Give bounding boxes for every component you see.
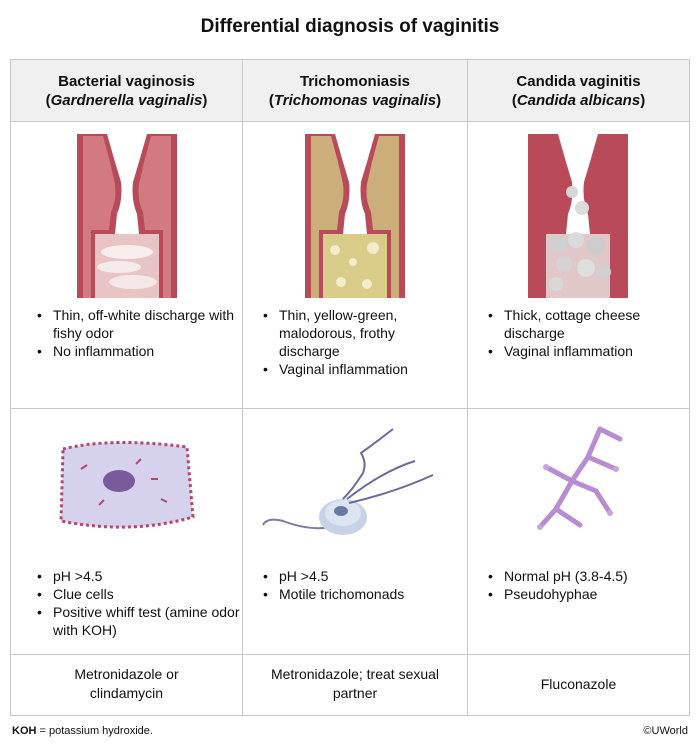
header-trichomoniasis: Trichomoniasis (Trichomonas vaginalis) [243,60,468,122]
list-item: Thin, yellow-green, malodorous, frothy d… [263,306,439,360]
trichomonad-illustration [262,428,434,535]
findings-list: pH >4.5 Clue cells Positive whiff test (… [11,567,243,639]
header-bacterial-vaginosis: Bacterial vaginosis (Gardnerella vaginal… [11,60,243,122]
list-item: pH >4.5 [37,567,243,585]
copyright: ©UWorld [643,725,688,737]
treatment-text: Metronidazole; treat sexual partner [270,666,440,701]
findings-cell-candida: Normal pH (3.8-4.5) Pseudohyphae [468,409,689,655]
treatment-cell-candida: Fluconazole [468,655,689,715]
condition-name: Trichomoniasis [299,73,411,90]
list-item: Positive whiff test (amine odor with KOH… [37,603,243,639]
header-candida-vaginitis: Candida vaginitis (Candida albicans) [468,60,689,122]
footnote: KOH = potassium hydroxide. [12,725,153,737]
figure-title: Differential diagnosis of vaginitis [200,16,500,37]
list-item: Normal pH (3.8-4.5) [488,567,628,585]
condition-name: Bacterial vaginosis [58,73,195,90]
organism-name: Trichomonas vaginalis [273,92,437,109]
symptoms-cell-bv: Thin, off-white discharge with fishy odo… [11,122,243,409]
findings-cell-bv: pH >4.5 Clue cells Positive whiff test (… [11,409,243,655]
organism-name: Gardnerella vaginalis [50,92,203,109]
condition-name: Candida vaginitis [516,73,641,90]
footnote-term: KOH [12,725,37,737]
list-item: Motile trichomonads [263,585,404,603]
symptoms-cell-trich: Thin, yellow-green, malodorous, frothy d… [243,122,468,409]
symptom-list: Thin, off-white discharge with fishy odo… [11,306,243,360]
findings-list: Normal pH (3.8-4.5) Pseudohyphae [468,567,628,603]
pseudohyphae-illustration [537,426,623,530]
symptom-list: Thin, yellow-green, malodorous, frothy d… [243,306,439,378]
list-item: Vaginal inflammation [488,342,674,360]
list-item: Thick, cottage cheese discharge [488,306,674,342]
treatment-cell-bv: Metronidazole or clindamycin [11,655,243,715]
findings-cell-trich: pH >4.5 Motile trichomonads [243,409,468,655]
clue-cell-illustration [59,440,195,529]
list-item: pH >4.5 [263,567,404,585]
findings-list: pH >4.5 Motile trichomonads [243,567,404,603]
list-item: Clue cells [37,585,243,603]
list-item: No inflammation [37,342,243,360]
diagnosis-table: Bacterial vaginosis (Gardnerella vaginal… [10,59,690,716]
vagina-bv-illustration [77,134,177,298]
treatment-text: Fluconazole [540,676,617,692]
list-item: Pseudohyphae [488,585,628,603]
treatment-text: Metronidazole or clindamycin [74,666,179,701]
vagina-trich-illustration [305,134,405,298]
list-item: Vaginal inflammation [263,360,439,378]
symptoms-cell-candida: Thick, cottage cheese discharge Vaginal … [468,122,689,409]
treatment-cell-trich: Metronidazole; treat sexual partner [243,655,468,715]
list-item: Thin, off-white discharge with fishy odo… [37,306,243,342]
organism-name: Candida albicans [516,92,641,109]
symptom-list: Thick, cottage cheese discharge Vaginal … [468,306,674,360]
footnote-definition: = potassium hydroxide. [36,725,153,737]
vagina-candida-illustration [528,134,628,298]
